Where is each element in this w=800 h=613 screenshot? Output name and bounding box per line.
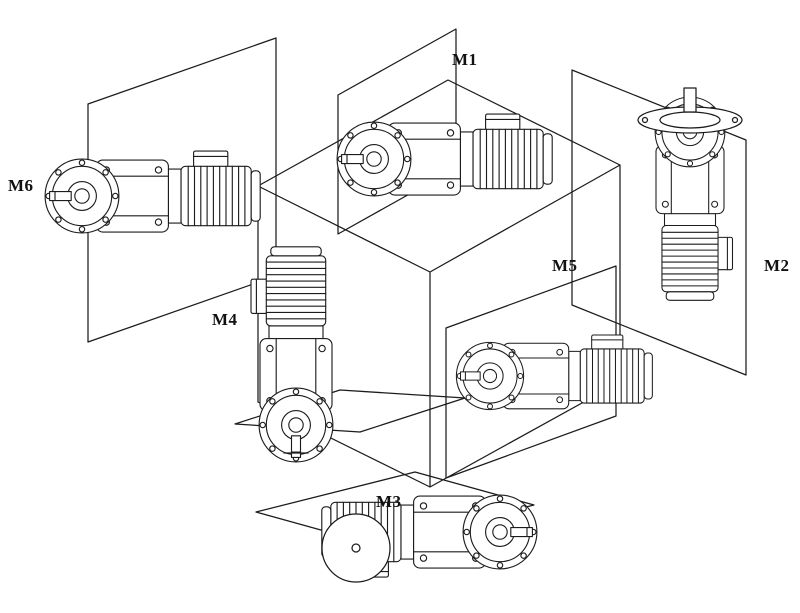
gearmotor-m3: [321, 494, 538, 583]
gearmotor-m2: [637, 87, 743, 301]
label-m5: M5: [552, 256, 578, 275]
label-m3: M3: [376, 492, 402, 511]
gearmotor-m6: [44, 150, 261, 234]
label-m1: M1: [452, 50, 478, 69]
gearmotor-m1: [336, 113, 553, 197]
gearmotor-m5: [455, 334, 653, 411]
gearmotor-m4: [250, 246, 334, 463]
line-art-root: [44, 28, 747, 583]
label-m4: M4: [212, 310, 238, 329]
label-m6: M6: [8, 176, 34, 195]
label-m2: M2: [764, 256, 790, 275]
isometric-cube: [257, 79, 621, 488]
mounting-plane-m5: [445, 265, 617, 479]
